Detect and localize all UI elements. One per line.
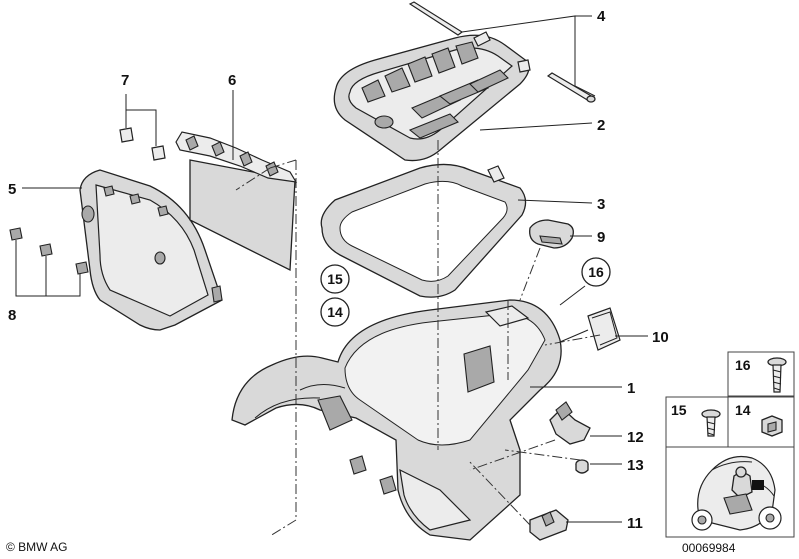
circled-callout-16-label: 16	[588, 264, 604, 280]
part-11-handle	[529, 509, 569, 541]
construction-lines	[235, 140, 601, 537]
callout-2: 2	[597, 117, 605, 134]
part-13-nut	[575, 459, 589, 474]
part-7-clips	[119, 127, 166, 161]
part-5-side-panel	[79, 169, 223, 331]
callout-8: 8	[8, 307, 16, 324]
circled-callout-14-label: 14	[327, 304, 343, 320]
callout-6: 6	[228, 72, 236, 89]
callout-1: 1	[627, 380, 635, 397]
screw-15-icon	[701, 409, 721, 437]
circled-callout-16: 16	[581, 257, 611, 287]
clip-14-icon	[761, 415, 783, 437]
part-10-cover-plate	[587, 307, 621, 351]
inset-label-14: 14	[735, 402, 751, 418]
scooter-vehicle-icon	[691, 455, 782, 531]
callout-13: 13	[627, 457, 644, 474]
callout-4: 4	[597, 8, 606, 25]
part-3-seal	[320, 163, 527, 298]
inset-box-15	[665, 396, 729, 448]
part-12-bracket	[549, 401, 591, 445]
callout-3: 3	[597, 196, 605, 213]
part-8-clips	[9, 227, 89, 275]
callout-11: 11	[627, 515, 643, 532]
circled-callout-14: 14	[320, 297, 350, 327]
circled-callout-15-label: 15	[327, 271, 343, 287]
part-4-pins	[408, 1, 596, 103]
copyright-text: © BMW AG	[6, 540, 68, 554]
part-9-lamp	[529, 219, 574, 249]
screw-16-icon	[767, 357, 787, 393]
inset-label-15: 15	[671, 402, 687, 418]
callout-12: 12	[627, 429, 644, 446]
callout-7: 7	[121, 72, 129, 89]
part-1-storage-compartment	[231, 299, 562, 541]
image-number: 00069984	[682, 541, 736, 555]
circled-callout-15: 15	[320, 264, 350, 294]
callout-10: 10	[652, 329, 669, 346]
leader-lines	[15, 15, 648, 523]
part-6-cover	[175, 131, 298, 272]
callout-5: 5	[8, 181, 16, 198]
callout-9: 9	[597, 229, 605, 246]
part-2-lid	[333, 31, 531, 162]
inset-panel: 16 15 14	[665, 351, 795, 538]
inset-label-16: 16	[735, 357, 751, 373]
